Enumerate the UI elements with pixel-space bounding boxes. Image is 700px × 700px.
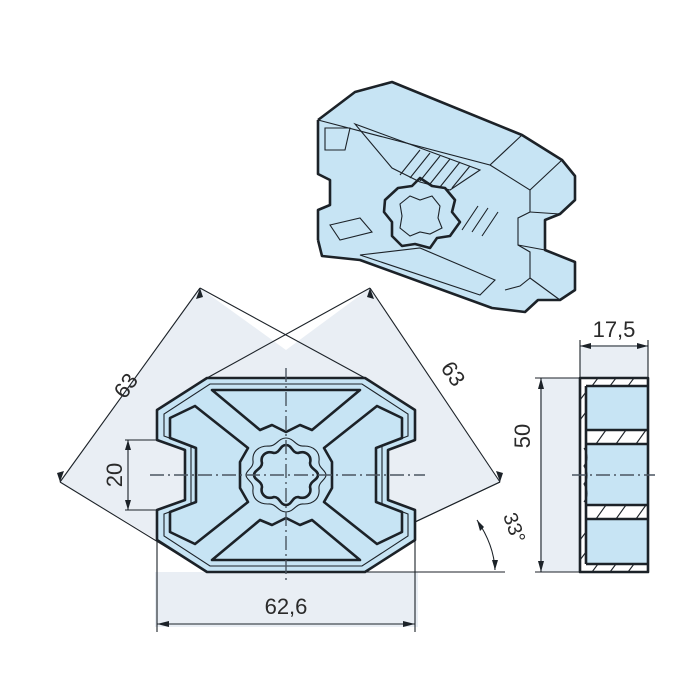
star-bore (252, 443, 320, 507)
dim-50: 50 (510, 424, 535, 448)
front-view: 63 63 20 62,6 (57, 287, 529, 632)
dim-20: 20 (102, 463, 127, 487)
dim-overall-width: 62,6 (156, 540, 416, 632)
dim-height: 50 (510, 377, 580, 573)
dim-33-deg: 33° (498, 510, 529, 546)
isometric-view (316, 80, 577, 314)
dim-slot-width: 20 (102, 439, 157, 511)
dim-17-5: 17,5 (593, 317, 636, 342)
width-dim-shading (155, 572, 418, 627)
side-view: 17,5 50 (510, 317, 655, 574)
dim-62-6: 62,6 (265, 594, 308, 619)
dim-length: 17,5 (579, 317, 649, 378)
dim-63-right: 63 (436, 357, 471, 391)
